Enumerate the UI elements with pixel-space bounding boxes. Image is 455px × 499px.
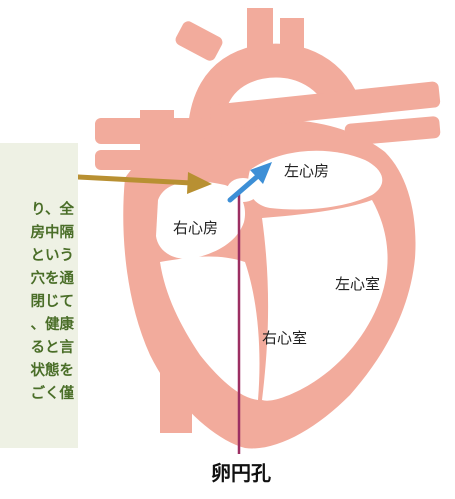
label-left-atrium: 左心房 <box>284 162 329 180</box>
aortic-branch <box>247 8 273 66</box>
explanation-note-box: り、全 房中隔 という 穴を通 閉じて 、健康 ると言 状態を ごく僅 <box>0 143 78 448</box>
note-line: 房中隔 <box>31 224 75 242</box>
note-line: 状態を <box>31 362 75 380</box>
note-line: 穴を通 <box>31 270 75 288</box>
note-line: 閉じて <box>31 293 75 311</box>
aortic-branch <box>280 18 304 68</box>
label-right-atrium: 右心房 <box>173 219 218 237</box>
label-right-ventricle: 右心室 <box>262 329 307 347</box>
note-line: り、全 <box>31 201 74 219</box>
vena-cava-inferior <box>160 355 192 433</box>
aortic-branch <box>173 19 224 63</box>
vena-cava-superior <box>140 110 174 190</box>
note-line: という <box>31 247 75 265</box>
pulmonary-vessel <box>344 116 441 146</box>
note-line: ごく僅 <box>31 385 75 403</box>
note-line: ると言 <box>31 339 75 357</box>
label-foramen-ovale: 卵円孔 <box>211 461 271 485</box>
note-line: 、健康 <box>31 316 75 334</box>
label-left-ventricle: 左心室 <box>335 275 380 293</box>
